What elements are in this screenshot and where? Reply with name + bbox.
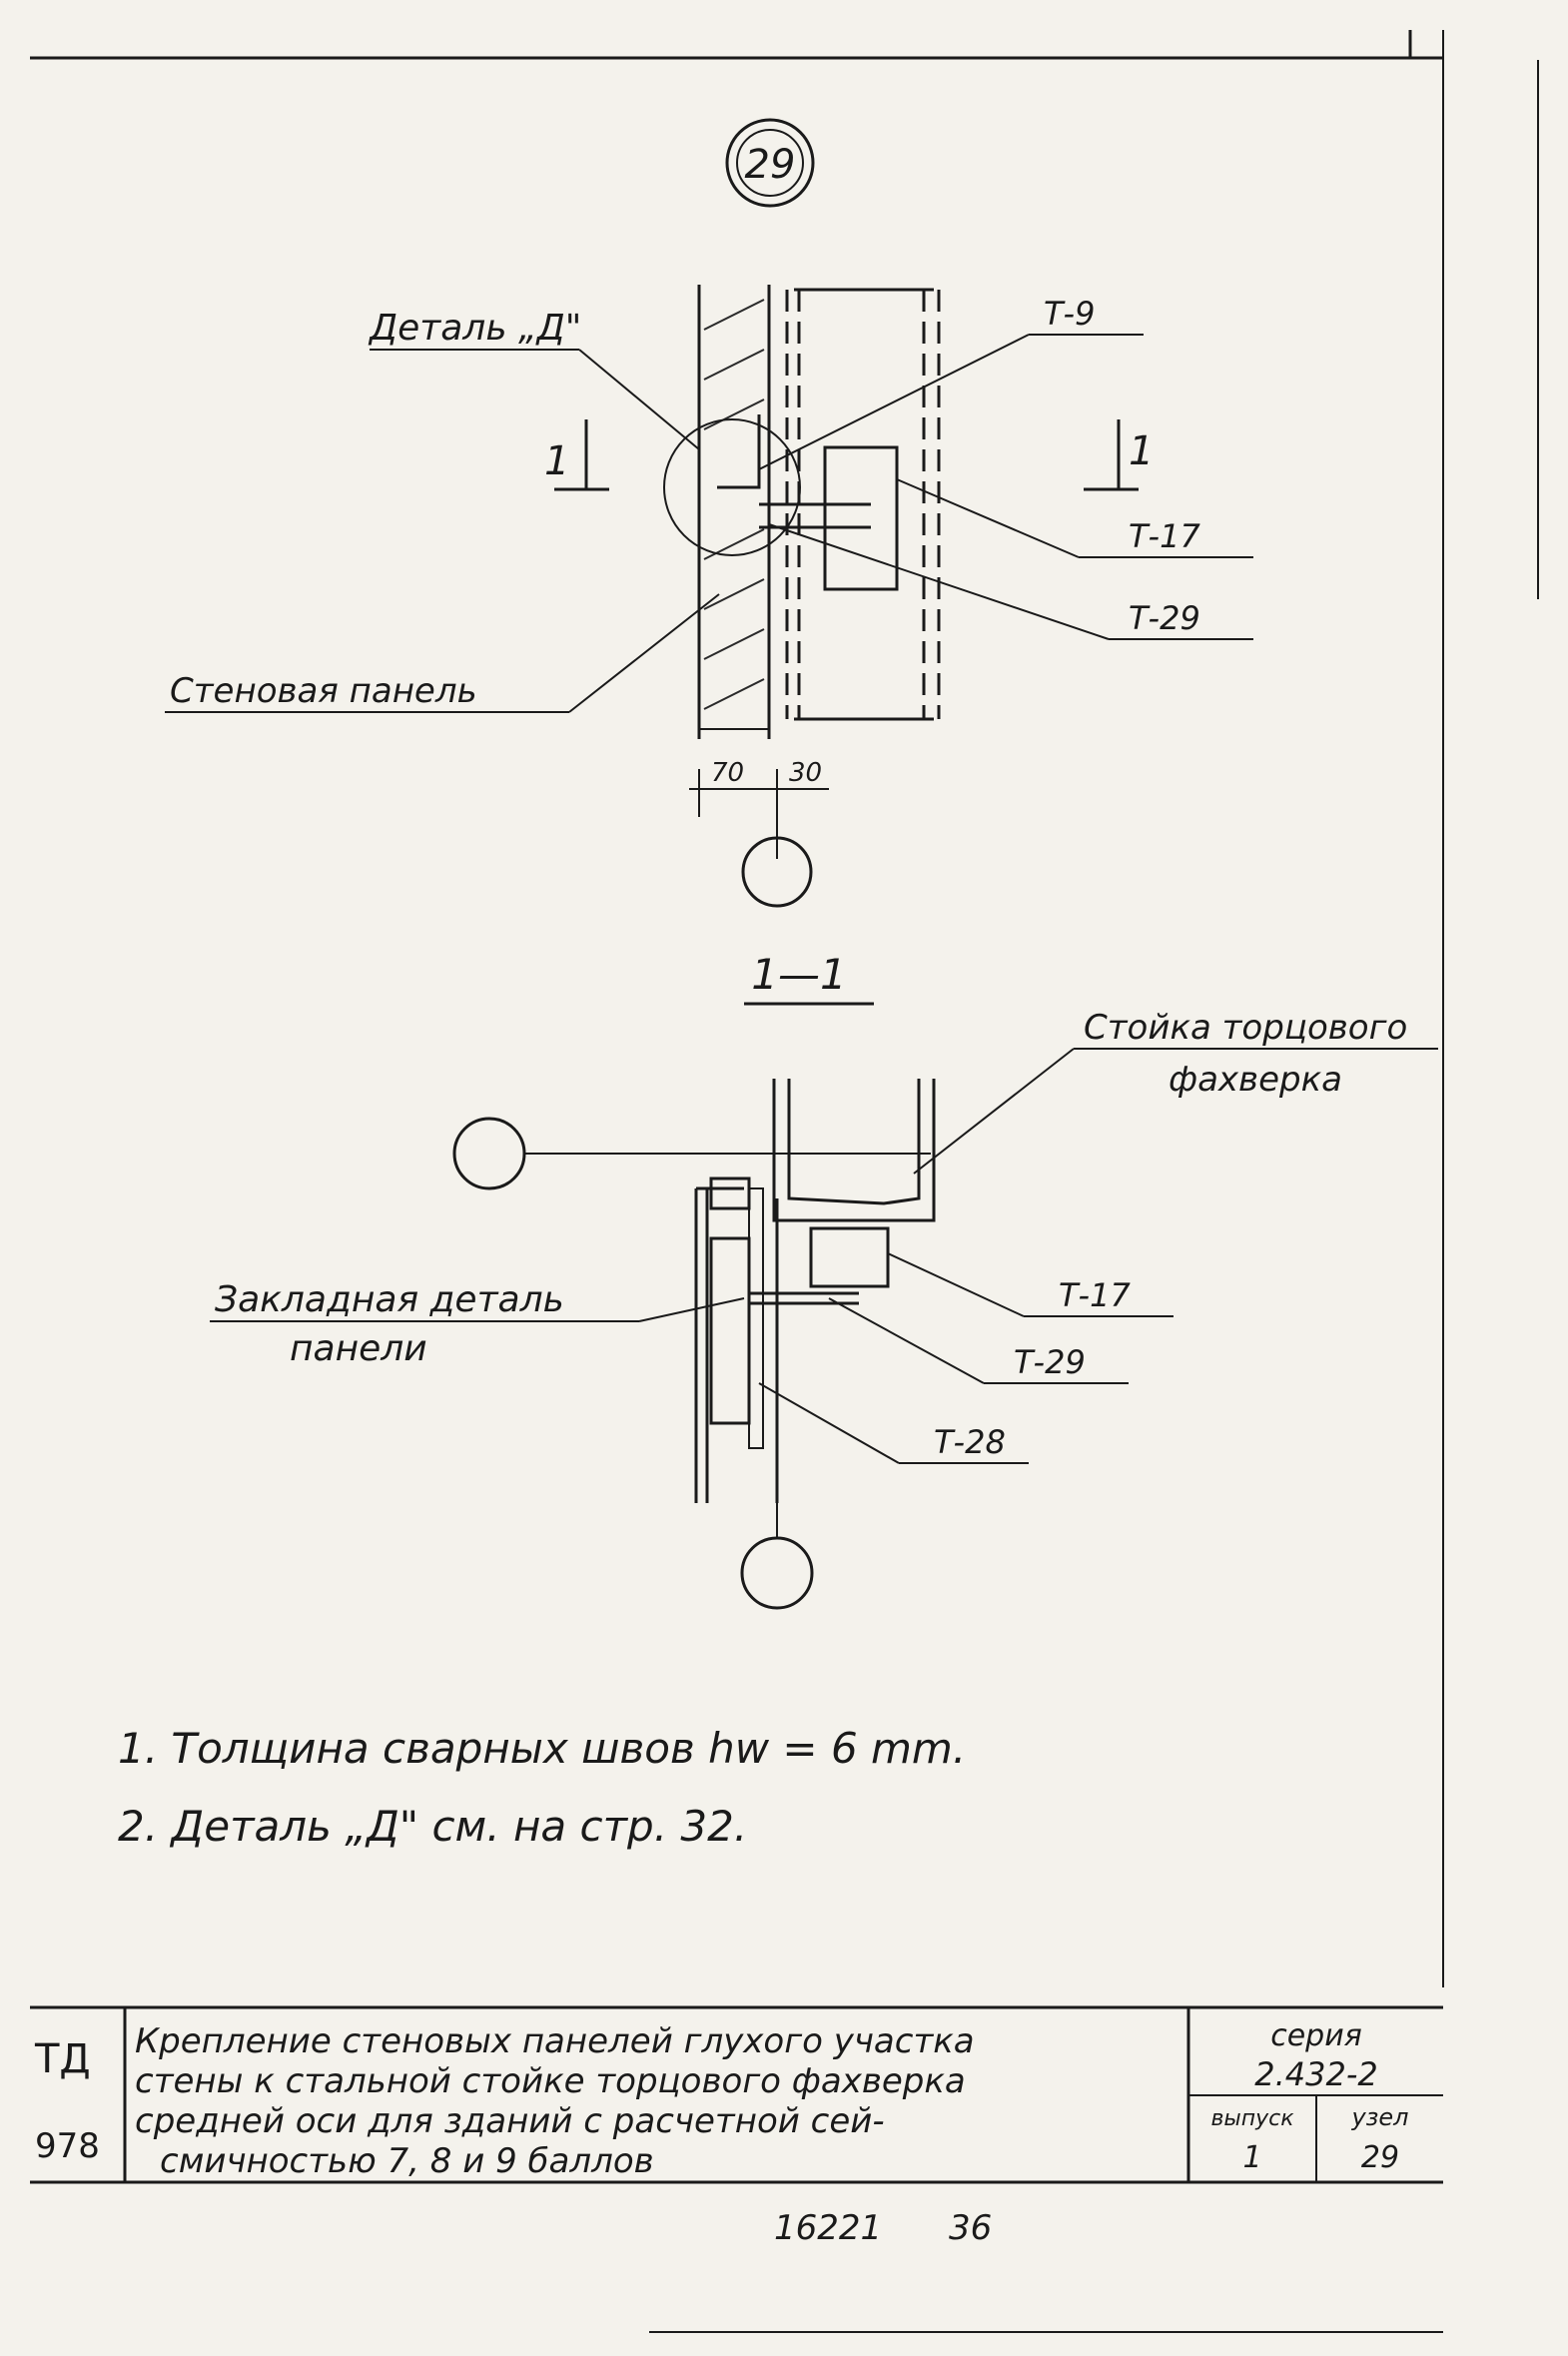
series-value: 2.432-2 (1254, 2055, 1378, 2093)
label-t9: Т-9 (1044, 295, 1095, 333)
title-line-4: смичностью 7, 8 и 9 баллов (160, 2141, 654, 2181)
node-value: 29 (1361, 2140, 1399, 2175)
label-t17-top: Т-17 (1129, 517, 1200, 555)
axis-marker-section-bottom (740, 1536, 814, 1610)
axis-marker-section-left (452, 1117, 526, 1190)
org-code-2: 978 (35, 2126, 100, 2166)
node-badge-number: 29 (745, 142, 796, 188)
detail-d-callout: Деталь „Д" (368, 308, 581, 349)
series-label: серия (1270, 2018, 1362, 2053)
section-mark-right: 1 (1129, 428, 1154, 474)
embed-label-line2: панели (290, 1328, 427, 1369)
title-line-3: средней оси для зданий с расчетной сей- (135, 2101, 885, 2141)
note-2: 2. Деталь „Д" см. на стр. 32. (118, 1802, 747, 1851)
footer-page: 36 (949, 2208, 992, 2248)
sheet-frame (30, 30, 1539, 1987)
issue-label: выпуск (1210, 2106, 1294, 2131)
column-label-line1: Стойка торцового (1084, 1008, 1407, 1048)
dimension-30: 30 (789, 758, 822, 788)
top-view-drawing (165, 285, 1253, 908)
title-line-1: Крепление стеновых панелей глухого участ… (135, 2021, 975, 2061)
label-t28-section: Т-28 (934, 1423, 1006, 1461)
node-badge: 29 (725, 118, 815, 208)
embed-label-line1: Закладная деталь (215, 1279, 564, 1320)
wall-panel-label: Стеновая панель (170, 671, 477, 711)
detail-d-circle (663, 418, 801, 556)
label-t29-section: Т-29 (1014, 1343, 1086, 1381)
note-1: 1. Толщина сварных швов hw = 6 mm. (118, 1724, 966, 1773)
title-block (30, 2005, 1443, 2184)
footer-code: 16221 (774, 2208, 882, 2248)
panel-hatching (703, 299, 765, 710)
section-title: 1—1 (751, 950, 846, 999)
label-t17-section: Т-17 (1059, 1276, 1131, 1314)
label-t29-top: Т-29 (1129, 599, 1200, 637)
section-mark-left: 1 (544, 438, 569, 484)
section-drawing (210, 1048, 1438, 1610)
title-line-2: стены к стальной стойке торцового фахвер… (135, 2061, 966, 2101)
dimension-70: 70 (711, 758, 744, 788)
org-code-1: ТД (34, 2036, 91, 2082)
node-label: узел (1350, 2103, 1408, 2131)
column-label-line2: фахверка (1169, 1060, 1342, 1100)
axis-marker-top (741, 836, 813, 908)
issue-value: 1 (1242, 2140, 1261, 2175)
